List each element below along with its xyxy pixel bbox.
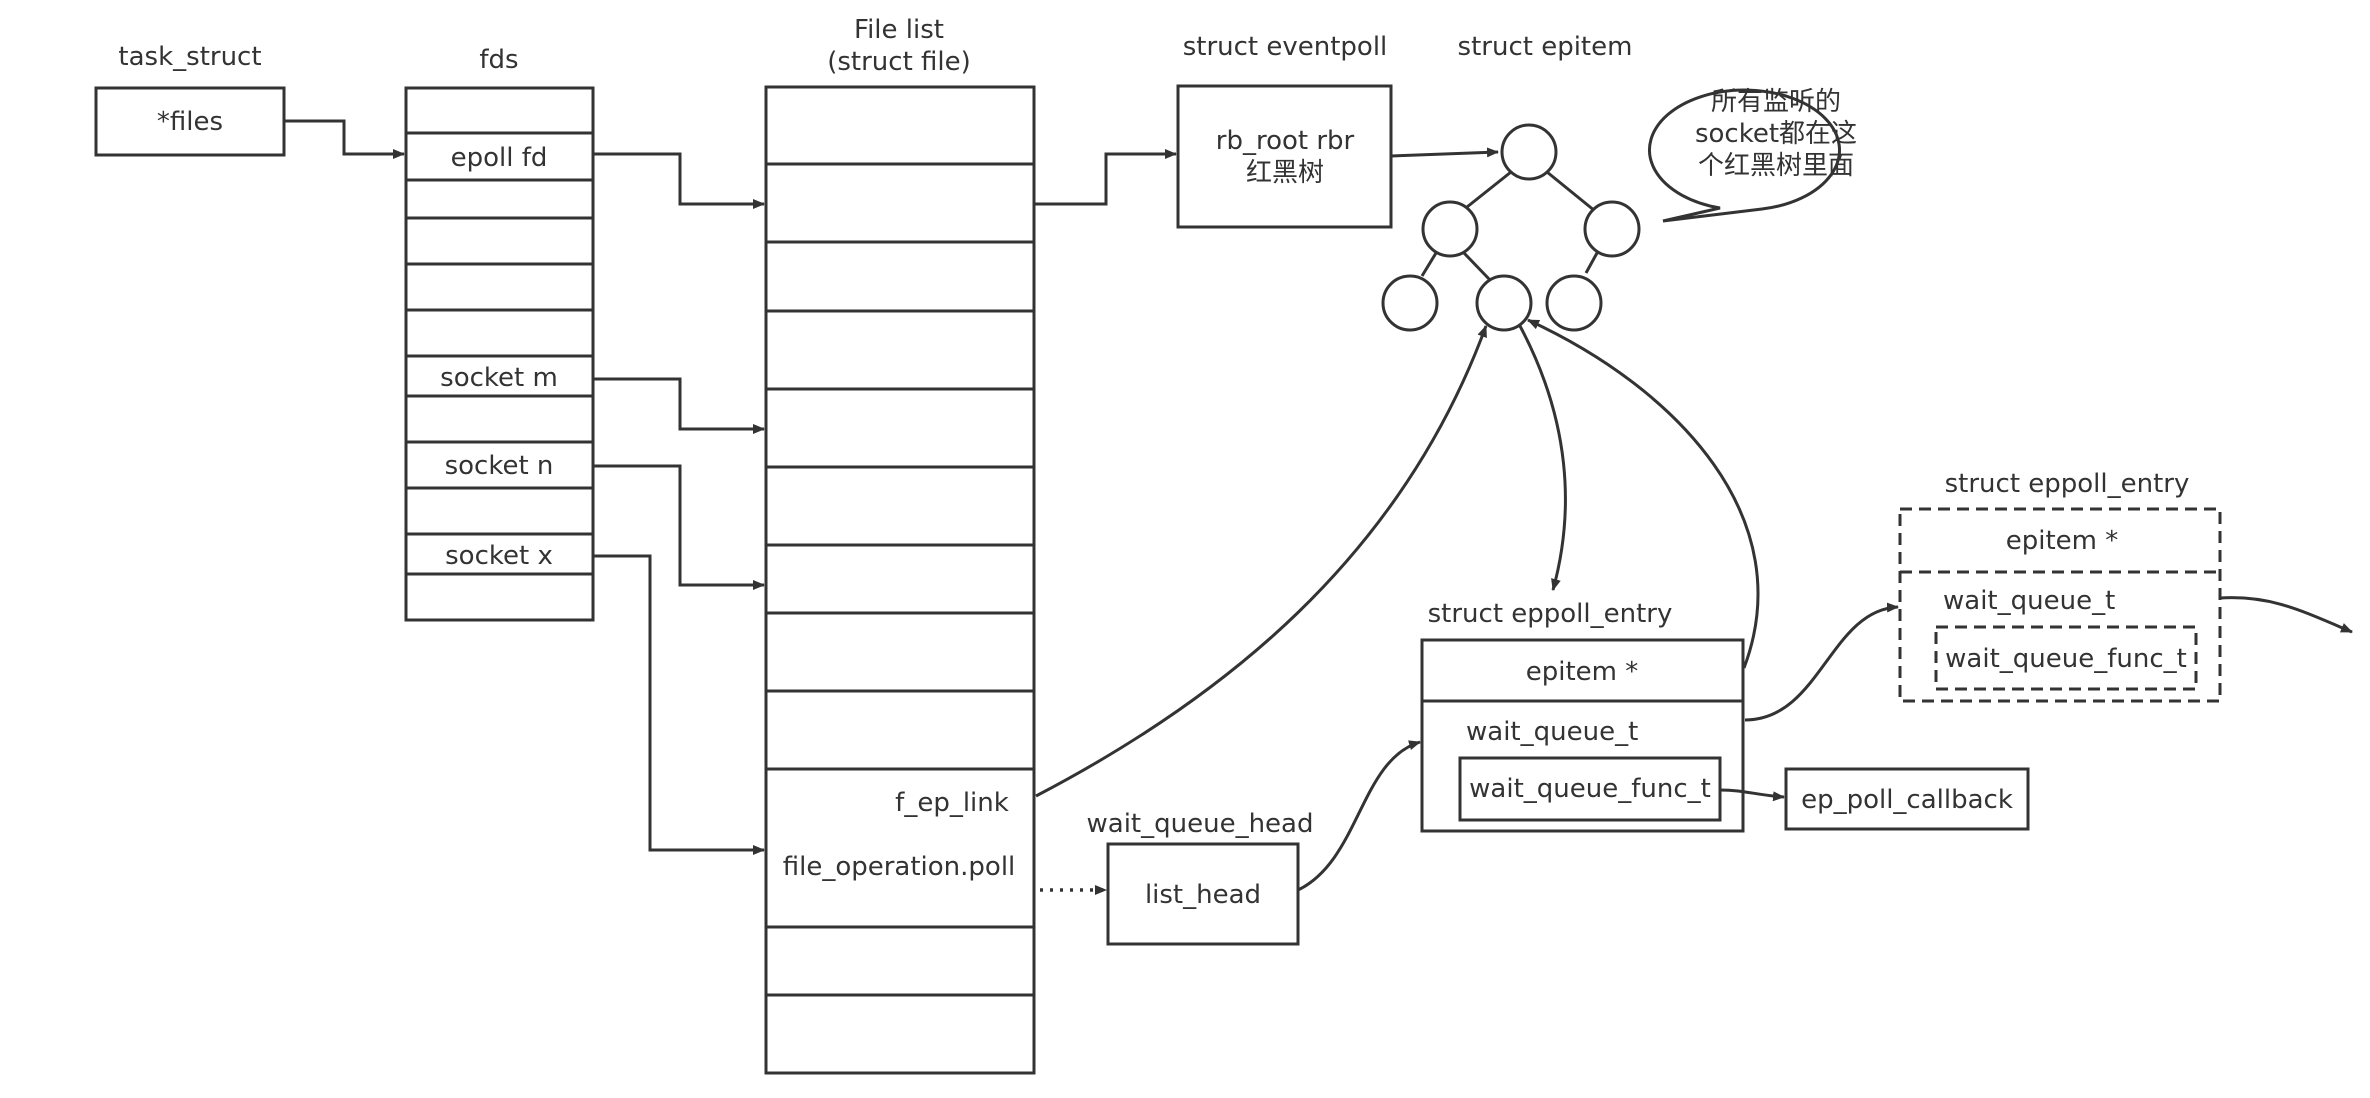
entry-to-epitem-arrow xyxy=(1527,318,1760,669)
tree-node xyxy=(1381,274,1439,332)
fds-socket-m: socket m xyxy=(440,363,558,393)
files-label: *files xyxy=(157,107,223,137)
epitem-rbtree: struct epitem xyxy=(1381,32,1641,332)
eventpoll-rbr-label: rb_root rbr xyxy=(1216,126,1355,156)
eventpoll-title: struct eventpoll xyxy=(1183,32,1388,62)
epitem-to-entry-arrow xyxy=(1518,325,1567,591)
bubble-line3: 个红黑树里面 xyxy=(1698,151,1854,181)
wait-queue-head: wait_queue_head list_head xyxy=(1087,809,1314,946)
entry2-wait-queue-t: wait_queue_t xyxy=(1943,586,2115,616)
entry1-wait-queue-func-t: wait_queue_func_t xyxy=(1469,774,1711,804)
tree-node xyxy=(1421,200,1479,258)
fds-epoll-fd: epoll fd xyxy=(451,143,548,173)
entry2-epitem: epitem * xyxy=(2006,526,2119,556)
tree-edge xyxy=(1466,170,1512,209)
eppoll-entry: struct eppoll_entry epitem * wait_queue_… xyxy=(1420,599,1745,833)
entry2-wait-queue-func-t: wait_queue_func_t xyxy=(1945,644,2187,674)
fds-socket-x: socket x xyxy=(445,541,553,571)
files-box xyxy=(94,86,286,157)
eventpoll-box xyxy=(1176,84,1393,229)
tree-node xyxy=(1583,200,1641,258)
entry1-epitem: epitem * xyxy=(1526,657,1639,687)
file-list-table: File list (struct file) f_ep_link file_o… xyxy=(764,15,1036,1075)
tree-edge xyxy=(1546,170,1596,213)
func-to-callback-arrow xyxy=(1719,788,1785,802)
entry1-wait-queue-t: wait_queue_t xyxy=(1466,717,1638,747)
epoll-fd-to-file-arrow xyxy=(593,152,765,209)
entry1-title: struct eppoll_entry xyxy=(1428,599,1673,629)
eventpoll-to-root-arrow xyxy=(1390,147,1499,158)
wait-queue-head-title: wait_queue_head xyxy=(1087,809,1314,839)
f-ep-link-to-epitem-arrow xyxy=(1035,325,1488,798)
entry1-func-box xyxy=(1458,756,1722,822)
file-operation-poll-label: file_operation.poll xyxy=(783,852,1016,882)
file-list-title-line1: File list xyxy=(854,15,944,45)
callback-box xyxy=(1784,767,2030,831)
fds-table: fds epoll fd socket m socket n socket x xyxy=(404,45,595,622)
struct-eventpoll: struct eventpoll rb_root rbr 红黑树 xyxy=(1176,32,1393,229)
bubble-line1: 所有监听的 xyxy=(1711,87,1841,117)
file-list-column xyxy=(764,85,1036,1075)
tree-node-root xyxy=(1500,123,1558,181)
wait-queue-to-next-entry-arrow xyxy=(1744,602,1899,722)
tree-node xyxy=(1475,274,1533,332)
list-head-box xyxy=(1106,842,1300,946)
socket-n-to-file-arrow xyxy=(593,464,765,590)
entry2-func-box xyxy=(1934,625,2198,691)
list-head-label: list_head xyxy=(1145,880,1261,910)
fds-column xyxy=(404,86,595,622)
next-entry-continuation-arrow xyxy=(2219,596,2353,634)
callback-label: ep_poll_callback xyxy=(1801,785,2013,815)
task-struct-title: task_struct xyxy=(118,42,261,72)
eppoll-entry-next: struct eppoll_entry epitem * wait_queue_… xyxy=(1898,469,2222,703)
tree-edge xyxy=(1584,252,1599,274)
files-to-fds-arrow xyxy=(284,119,405,159)
bubble-line2: socket都在这 xyxy=(1695,119,1857,149)
fds-socket-n: socket n xyxy=(445,451,554,481)
tree-edge xyxy=(1462,251,1492,282)
list-head-to-wait-queue-arrow xyxy=(1297,740,1421,892)
fds-title: fds xyxy=(479,45,518,75)
ep-poll-callback: ep_poll_callback xyxy=(1784,767,2030,831)
speech-bubble: 所有监听的 socket都在这 个红黑树里面 xyxy=(1648,87,1857,223)
task-struct: task_struct *files xyxy=(94,42,286,157)
socket-m-to-file-arrow xyxy=(593,377,765,434)
tree-edge xyxy=(1420,252,1438,277)
socket-x-to-file-arrow xyxy=(593,554,765,855)
speech-bubble-shape xyxy=(1648,88,1841,223)
file-to-eventpoll-arrow xyxy=(1034,149,1177,206)
entry2-title: struct eppoll_entry xyxy=(1945,469,2190,499)
tree-node xyxy=(1545,274,1603,332)
file-list-title-line2: (struct file) xyxy=(827,47,971,77)
eventpoll-rbtree-label: 红黑树 xyxy=(1246,158,1324,188)
f-ep-link-label: f_ep_link xyxy=(895,788,1009,818)
epitem-title: struct epitem xyxy=(1458,32,1633,62)
